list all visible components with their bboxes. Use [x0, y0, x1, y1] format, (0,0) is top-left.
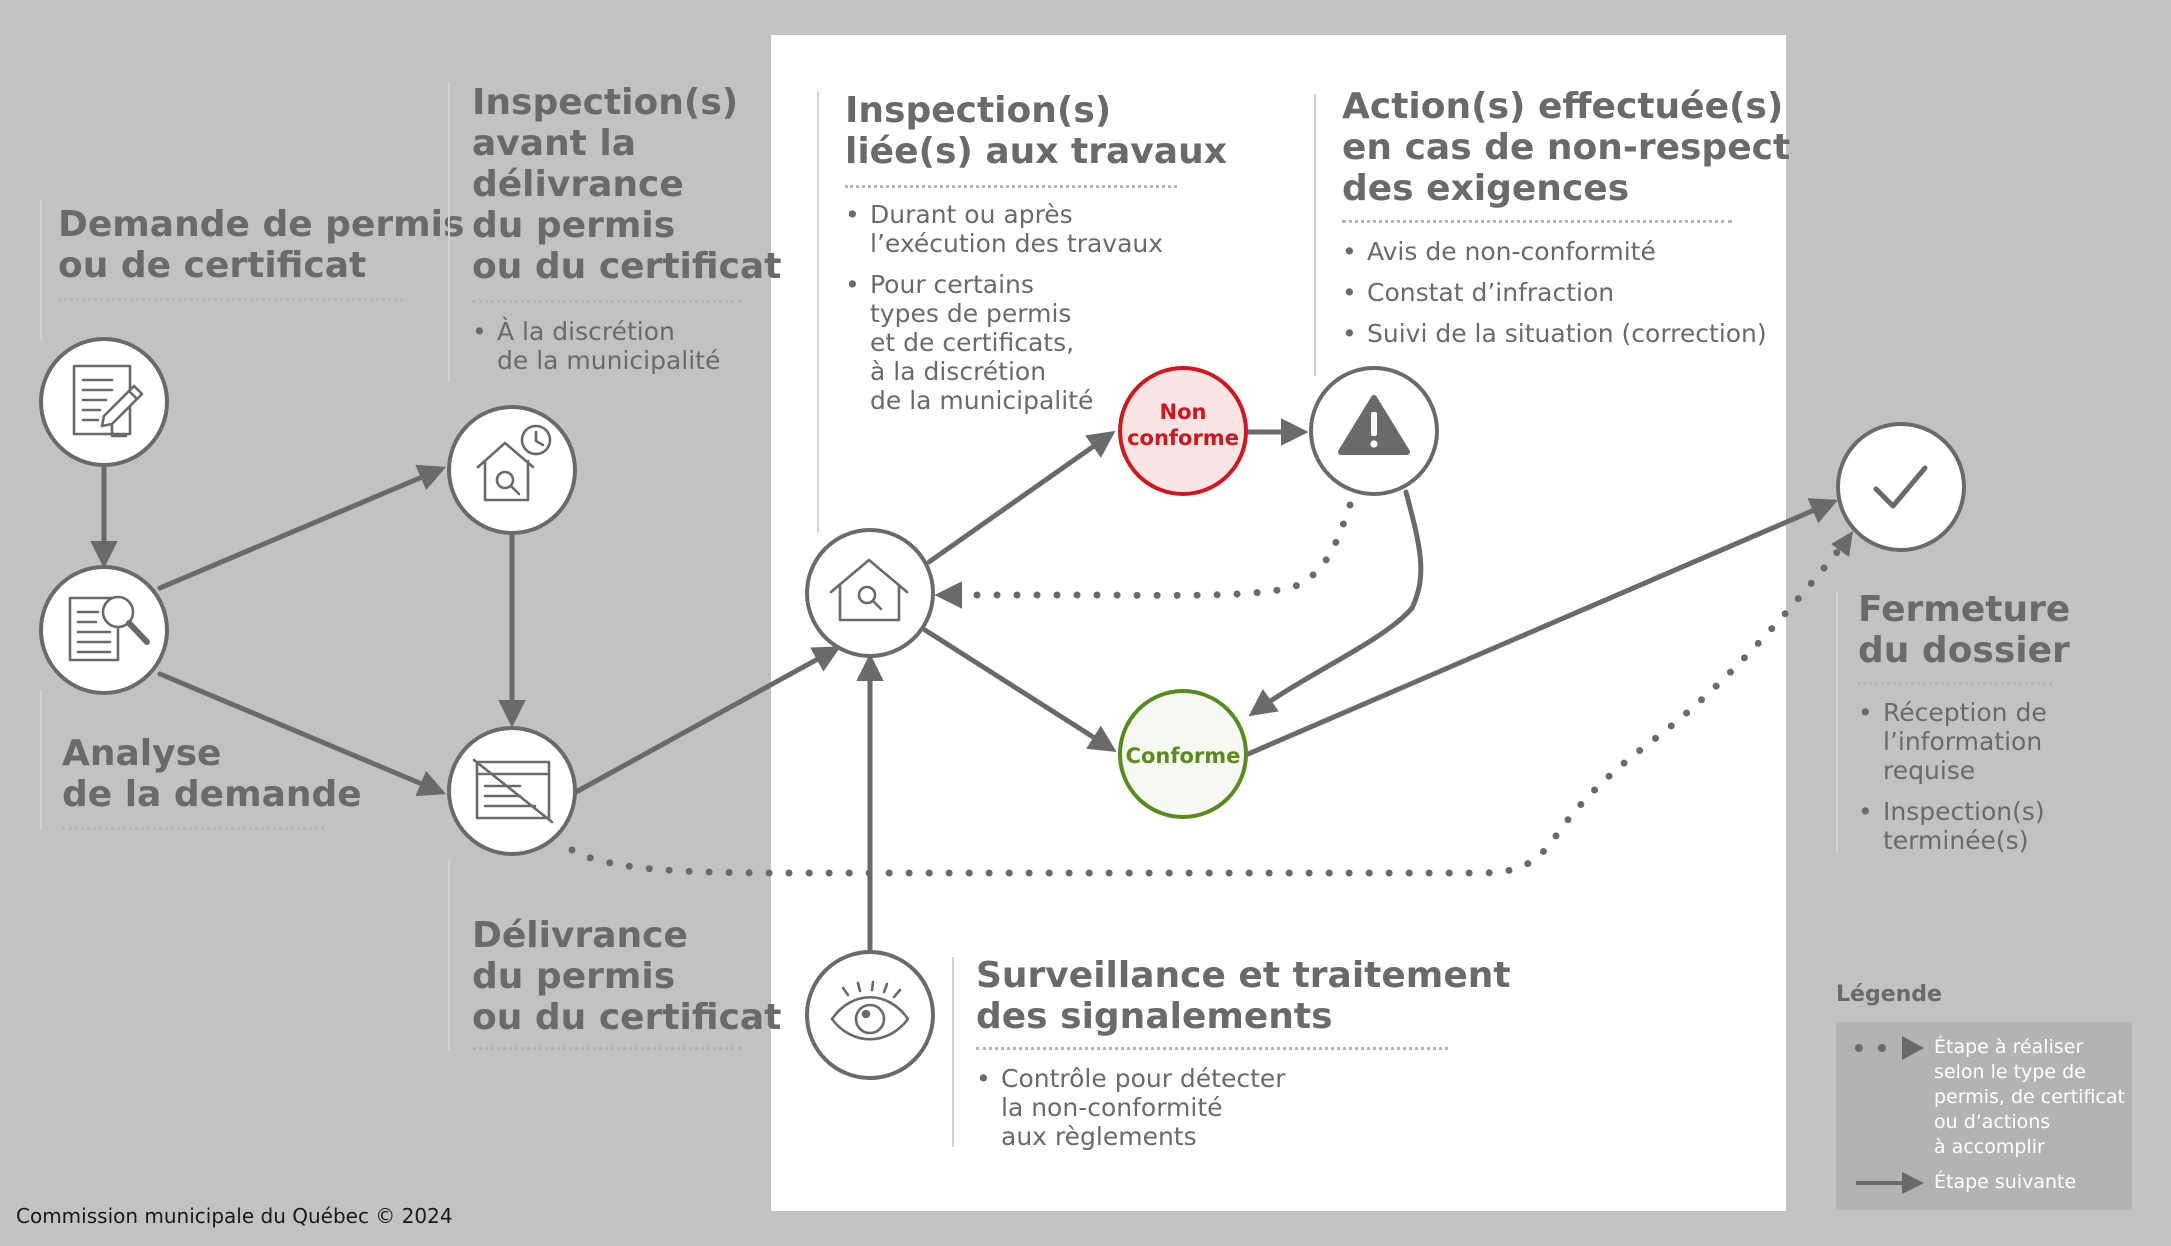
arrow-analyse-inspection-avant: [157, 464, 447, 591]
analyse-divider: [62, 827, 324, 830]
dotted-arrowhead-inspection: [938, 583, 960, 607]
legend-box: [1836, 1022, 2132, 1210]
fermeture-bullets: Réception de l’information requise Inspe…: [1858, 698, 2047, 867]
actions-bullet-1: Avis de non-conformité: [1342, 237, 1767, 266]
house-search-clock-icon: [476, 424, 552, 502]
demande-guide-line: [40, 200, 42, 340]
actions-guide-line: [1314, 94, 1316, 376]
fermeture-bullet-1: Réception de l’information requise: [1858, 698, 2047, 785]
dotted-arrowhead-fermeture: [1831, 531, 1853, 557]
permit-certificate-icon: [472, 758, 554, 824]
inspection-travaux-bullet-2: Pour certains types de permis et de cert…: [845, 270, 1163, 415]
non-conforme-label-1: Non: [1160, 400, 1207, 424]
house-search-icon: [829, 558, 909, 622]
non-conforme-label-2: conforme: [1127, 426, 1239, 450]
actions-divider: [1342, 220, 1732, 223]
legend-next-label: Étape suivante: [1934, 1171, 2077, 1193]
surveillance-guide-line: [952, 957, 954, 1147]
arrow-inspection-non-conforme: [926, 430, 1116, 565]
inspection-travaux-guide-line: [817, 92, 819, 532]
fermeture-bullet-2: Inspection(s) terminée(s): [1858, 797, 2047, 855]
actions-bullets: Avis de non-conformité Constat d’infract…: [1342, 237, 1767, 360]
conforme-label: Conforme: [1126, 744, 1241, 768]
node-inspection-travaux: [805, 528, 935, 658]
demande-title: Demande de permis ou de certificat: [58, 204, 465, 286]
inspection-travaux-title: Inspection(s) liée(s) aux travaux: [845, 90, 1227, 172]
analyse-guide-line: [40, 690, 42, 830]
arrow-analyse-delivrance: [157, 671, 447, 797]
analyse-title: Analyse de la demande: [62, 733, 362, 815]
arrow-inspection-conforme: [922, 627, 1117, 752]
arrow-delivrance-inspection-travaux: [573, 646, 841, 795]
eye-icon: [830, 980, 910, 1041]
inspection-avant-guide-line: [448, 82, 450, 382]
warning-icon: [1338, 395, 1410, 455]
inspection-travaux-bullets: Durant ou après l’exécution des travaux …: [845, 200, 1163, 427]
legend-next-symbol: [1856, 1172, 1924, 1194]
surveillance-title: Surveillance et traitement des signaleme…: [976, 955, 1511, 1037]
node-fermeture: [1836, 422, 1966, 552]
fermeture-divider: [1858, 682, 2052, 685]
node-conforme: [1118, 689, 1248, 819]
actions-bullet-2: Constat d’infraction: [1342, 278, 1767, 307]
inspection-travaux-divider: [845, 185, 1177, 188]
surveillance-divider: [976, 1047, 1448, 1050]
footer-copyright: Commission municipale du Québec © 2024: [16, 1204, 453, 1228]
dotted-delivrance-fermeture: [568, 541, 1847, 877]
delivrance-guide-line: [448, 860, 450, 1050]
arrow-conforme-fermeture: [1245, 498, 1839, 757]
legend-optional-symbol: [1855, 1036, 1924, 1060]
surveillance-bullets: Contrôle pour détecter la non-conformité…: [976, 1064, 1286, 1163]
inspection-avant-divider: [472, 300, 742, 303]
node-inspection-avant: [447, 405, 577, 535]
inspection-avant-bullet: À la discrétion de la municipalité: [472, 317, 720, 375]
actions-bullet-3: Suivi de la situation (correction): [1342, 319, 1767, 348]
form-pencil-icon: [72, 364, 144, 438]
surveillance-bullet: Contrôle pour détecter la non-conformité…: [976, 1064, 1286, 1151]
fermeture-title: Fermeture du dossier: [1858, 589, 2071, 671]
inspection-avant-bullets: À la discrétion de la municipalité: [472, 317, 720, 387]
inspection-travaux-bullet-1: Durant ou après l’exécution des travaux: [845, 200, 1163, 258]
actions-title: Action(s) effectuée(s) en cas de non-res…: [1342, 86, 1791, 209]
demande-divider: [58, 298, 403, 301]
inspection-avant-title: Inspection(s) avant la délivrance du per…: [472, 82, 782, 287]
checkmark-icon: [1873, 465, 1928, 509]
document-search-icon: [68, 595, 150, 662]
delivrance-title: Délivrance du permis ou du certificat: [472, 915, 782, 1038]
legend-title: Légende: [1836, 982, 1942, 1007]
dotted-actions-inspection-travaux: [946, 501, 1354, 599]
node-non-conforme: [1118, 366, 1248, 496]
legend-optional-label: Étape à réaliser selon le type de permis…: [1934, 1036, 2125, 1158]
fermeture-guide-line: [1836, 592, 1838, 854]
arrow-actions-conforme: [1248, 489, 1424, 717]
delivrance-divider: [472, 1047, 742, 1050]
